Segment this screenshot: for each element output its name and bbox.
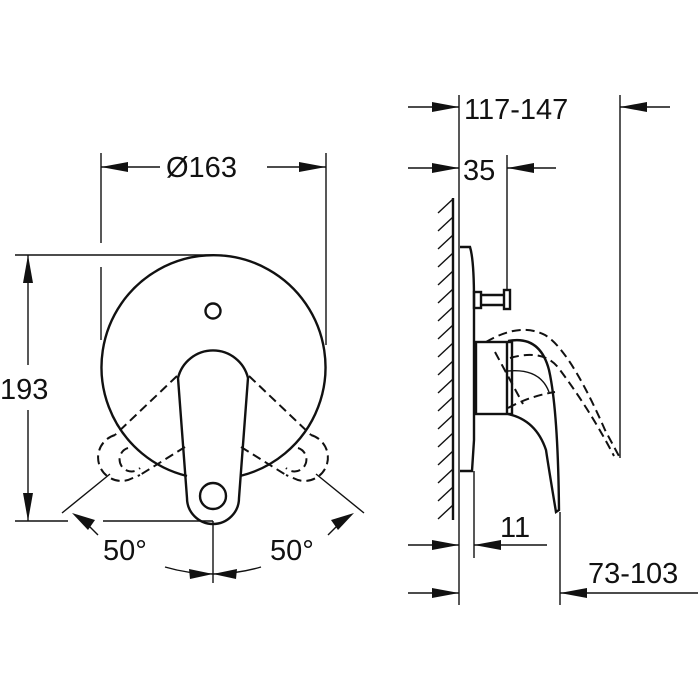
plate-profile	[460, 245, 476, 473]
lever-raised-position-dashed	[485, 328, 621, 459]
lever-right-position-dashed	[240, 375, 329, 482]
height-dimension: 193	[0, 254, 213, 522]
plate-thickness-label: 11	[500, 512, 530, 544]
lever-left-position-dashed	[97, 375, 186, 482]
lever-projection-label: 73-103	[588, 558, 678, 590]
plate-thickness-dimension: 11	[408, 471, 547, 605]
escutcheon-plate-outline	[100, 253, 327, 478]
diameter-dimension: Ø163	[100, 152, 327, 345]
angle-right-label: 50°	[270, 535, 314, 567]
diverter-knob	[472, 288, 512, 311]
lever-projection-dimension: 73-103	[408, 512, 698, 605]
diameter-label: Ø163	[166, 152, 237, 184]
front-view: Ø163 193 50°	[0, 152, 365, 583]
side-view: 117-147 35 11 73-103	[408, 94, 698, 605]
height-label: 193	[0, 374, 48, 406]
angle-dimension: 50° 50°	[61, 473, 365, 583]
total-depth-dimension: 117-147	[408, 94, 670, 458]
knob-depth-dimension: 35	[408, 155, 556, 290]
total-depth-label: 117-147	[464, 94, 568, 126]
angle-left-label: 50°	[103, 535, 147, 567]
lever-handle	[176, 349, 250, 526]
knob-depth-label: 35	[463, 155, 495, 187]
wall-hatching	[437, 198, 460, 520]
lever-end-circle	[198, 481, 228, 511]
diverter-hole	[204, 302, 222, 320]
lever-side	[474, 338, 561, 515]
